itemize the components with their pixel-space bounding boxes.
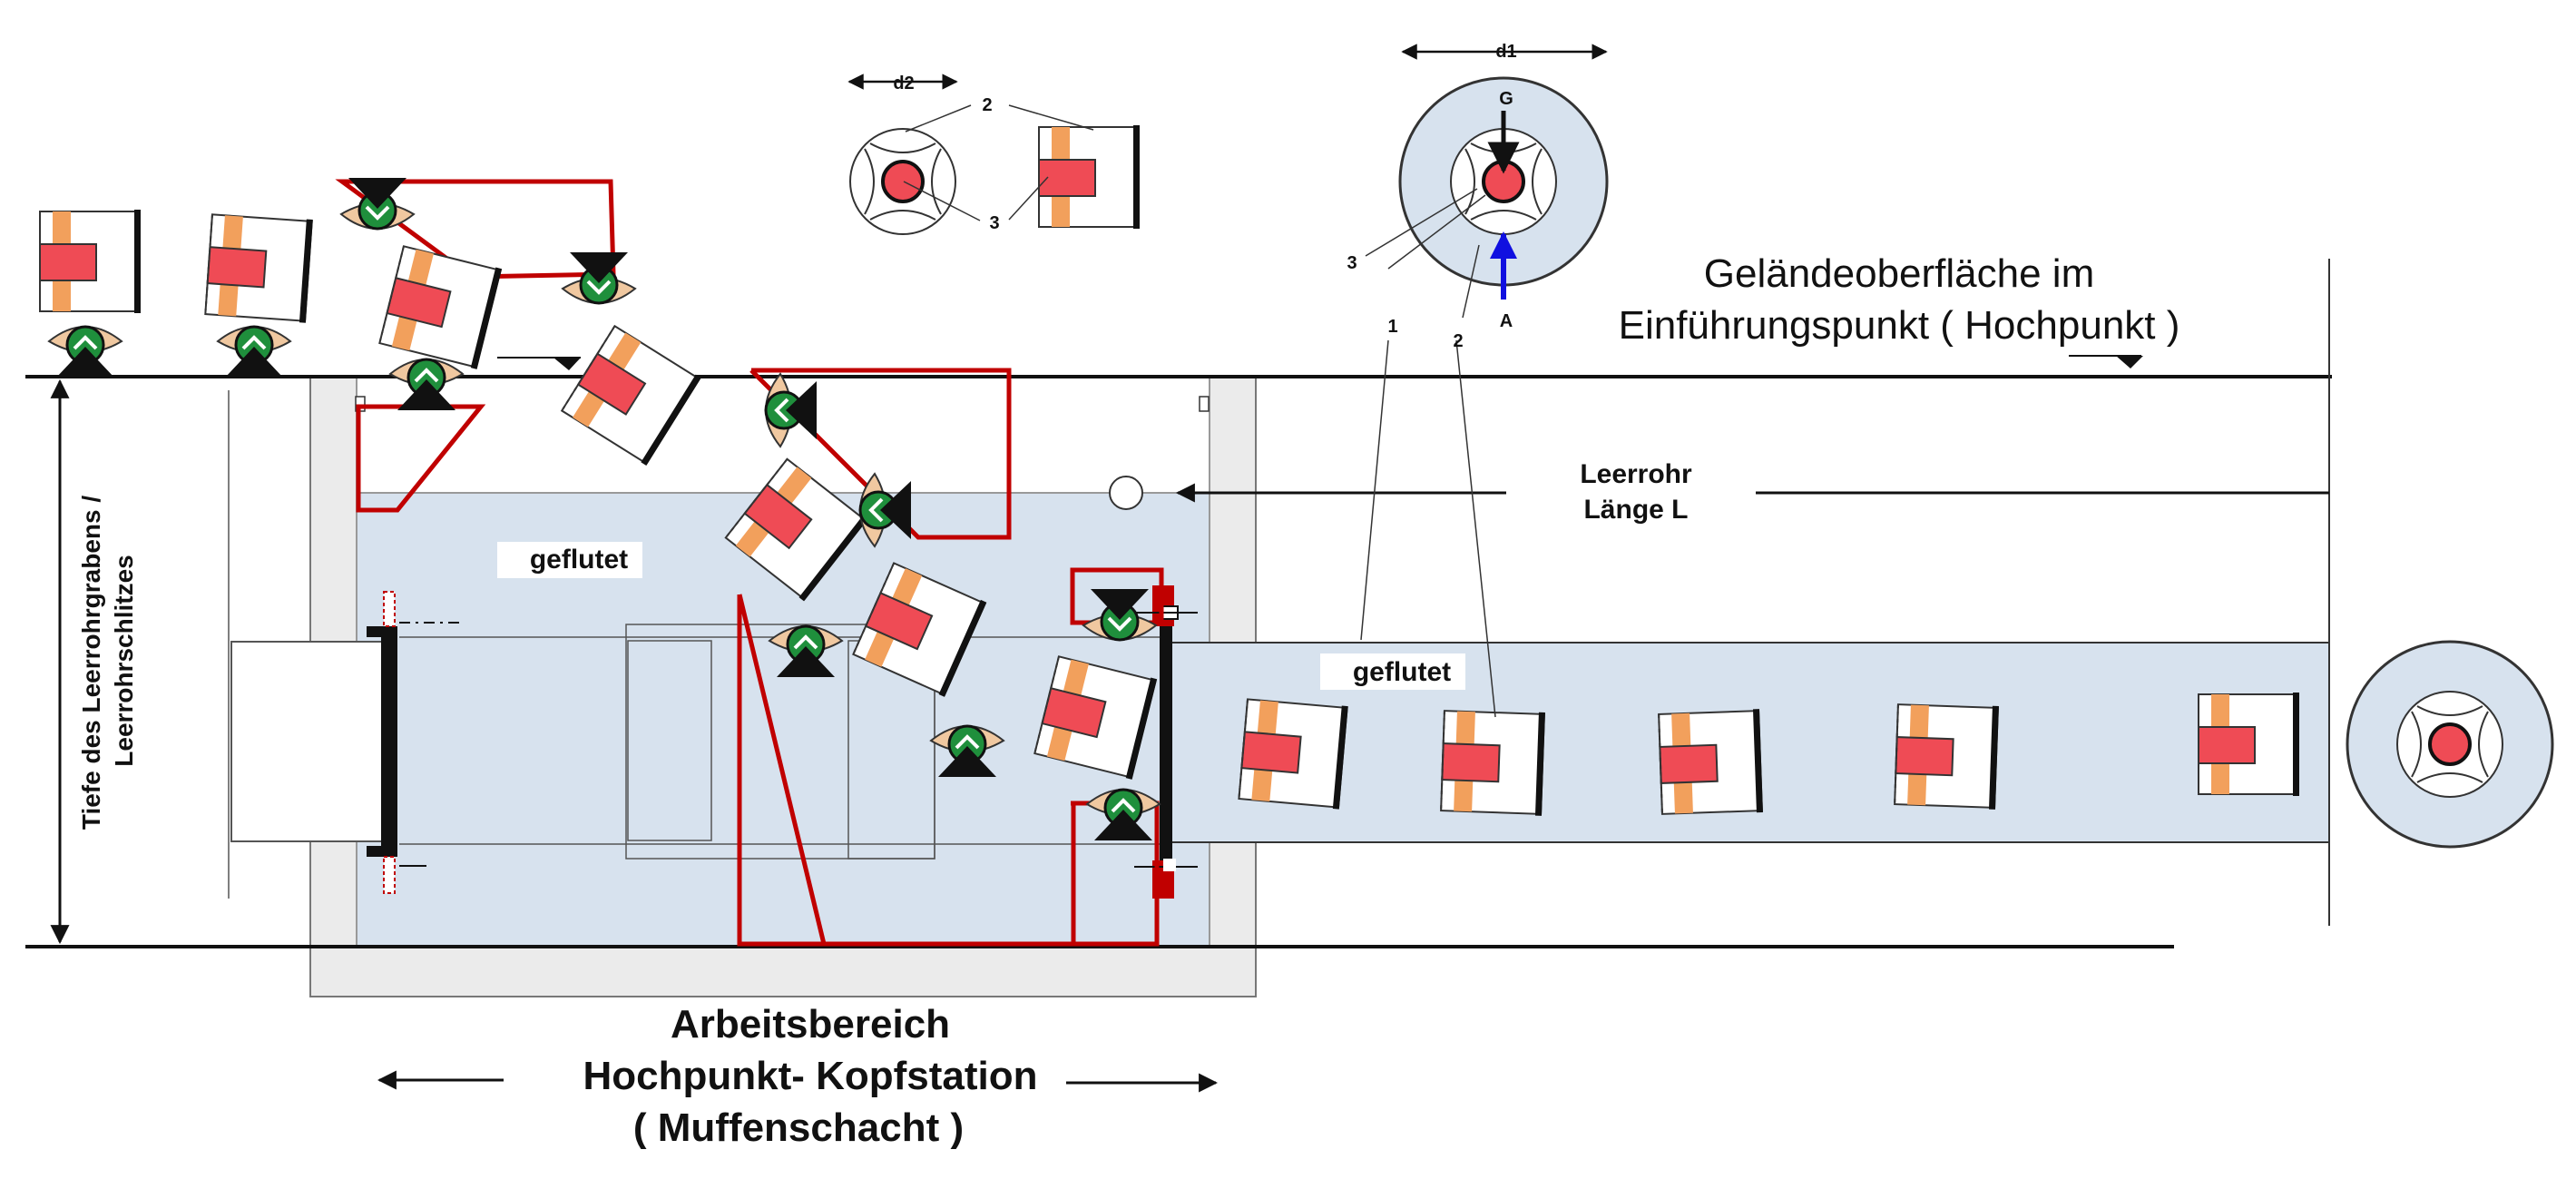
g-label: G [1499, 89, 1513, 109]
label-1: 1 [1387, 317, 1397, 337]
label-3-right: 3 [1347, 253, 1357, 273]
d2-label: d2 [893, 74, 914, 93]
empty-pipe-label-line1: Leerrohr [1580, 459, 1692, 489]
pipe-opening [1109, 476, 1143, 510]
duct-flange [381, 626, 397, 857]
label-2-right: 2 [1453, 331, 1463, 351]
a-label: A [1500, 311, 1513, 331]
flooded-label-pipe: geflutet [1353, 657, 1451, 687]
empty-pipe-label-line2: Länge L [1583, 495, 1688, 525]
d1-label: d1 [1495, 42, 1516, 62]
inner-frame-small [627, 640, 712, 841]
depth-label-line2: Leerrohrschlitzes [110, 555, 138, 766]
work-area-label-line1: Arbeitsbereich [671, 1002, 950, 1046]
work-area-label-line2: Hochpunkt- Kopfstation [583, 1054, 1037, 1098]
ground-surface-label-line1: Geländeoberfläche im [1704, 251, 2094, 296]
cable-cross-section-d2 [848, 127, 957, 236]
flooded-label-pit: geflutet [530, 545, 628, 575]
duct-sleeve [230, 641, 389, 842]
pipe-end-cross-section [2346, 640, 2554, 849]
depth-label-line1: Tiefe des Leerrohrgrabens / [77, 496, 105, 830]
ground-surface-label-line2: Einführungspunkt ( Hochpunkt ) [1619, 303, 2180, 348]
work-area-label-line3: ( Muffenschacht ) [633, 1105, 964, 1150]
leader-lines [903, 104, 1496, 718]
ground-level-marker [2116, 356, 2143, 368]
pipe-entry-flange [1160, 585, 1172, 899]
label-3-top: 3 [989, 213, 999, 233]
label-2-top: 2 [982, 95, 992, 115]
